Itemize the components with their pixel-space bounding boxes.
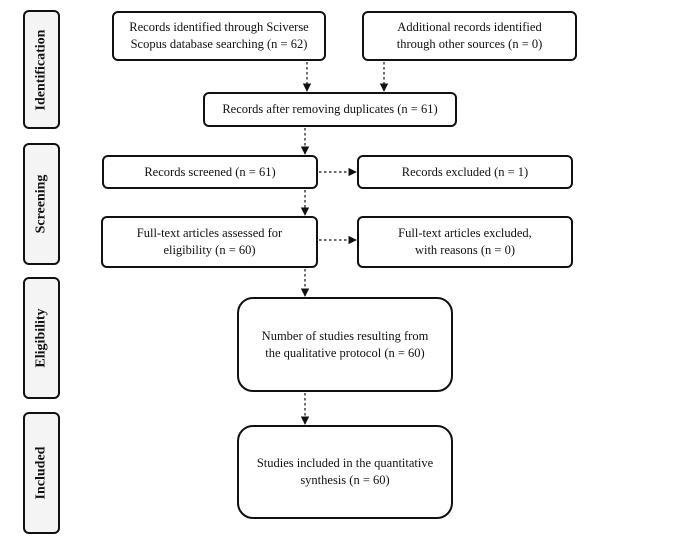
box-fulltext-assessed-text: Full-text articles assessed for eligibil… bbox=[136, 226, 283, 257]
box-qualitative: Number of studies resulting from the qua… bbox=[237, 297, 453, 392]
box-records-excluded-text: Records excluded (n = 1) bbox=[401, 164, 529, 179]
box-fulltext-assessed: Full-text articles assessed for eligibil… bbox=[101, 216, 318, 268]
box-qualitative-text: Number of studies resulting from the qua… bbox=[261, 328, 429, 360]
box-quantitative-text: Studies included in the quantitative syn… bbox=[256, 456, 434, 487]
box-records-identified-text: Records identified through Sciverse Scop… bbox=[129, 20, 309, 51]
box-additional-records-text: Additional records identified through ot… bbox=[396, 20, 543, 51]
stage-included: Included bbox=[23, 412, 60, 534]
box-fulltext-excluded: Full-text articles excluded, with reason… bbox=[357, 216, 573, 268]
stage-identification: Identification bbox=[23, 10, 60, 129]
stage-screening: Screening bbox=[23, 143, 60, 265]
box-additional-records: Additional records identified through ot… bbox=[362, 11, 577, 61]
box-records-screened-text: Records screened (n = 61) bbox=[144, 164, 276, 179]
box-after-duplicates: Records after removing duplicates (n = 6… bbox=[203, 92, 457, 127]
box-after-duplicates-text: Records after removing duplicates (n = 6… bbox=[222, 102, 438, 116]
box-records-identified: Records identified through Sciverse Scop… bbox=[112, 11, 326, 61]
stage-eligibility: Eligibility bbox=[23, 277, 60, 399]
box-records-screened: Records screened (n = 61) bbox=[102, 155, 318, 189]
box-records-excluded: Records excluded (n = 1) bbox=[357, 155, 573, 189]
box-fulltext-excluded-text: Full-text articles excluded, with reason… bbox=[398, 226, 532, 257]
box-quantitative: Studies included in the quantitative syn… bbox=[237, 425, 453, 519]
